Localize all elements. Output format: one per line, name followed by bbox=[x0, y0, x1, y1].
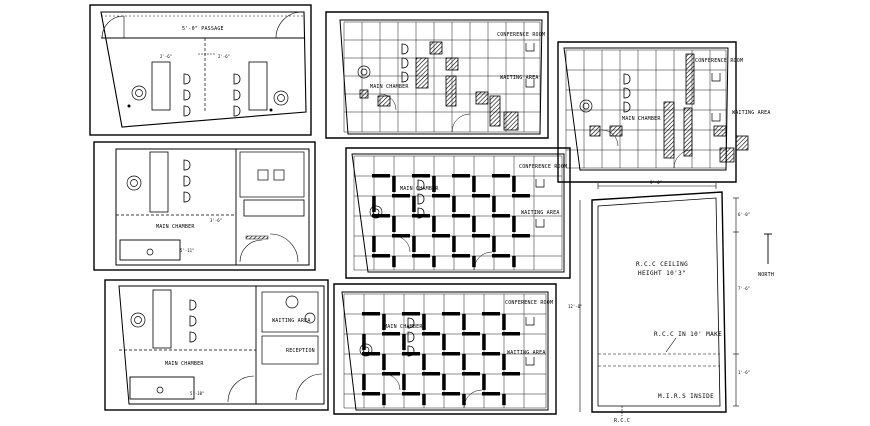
ceiling-text-1: R.C.C CEILING bbox=[636, 261, 688, 268]
main-chamber-label: MAIN CHAMBER bbox=[156, 224, 195, 230]
waiting-label-5: WAITING AREA bbox=[732, 110, 771, 116]
waiting-label-3: WAITING AREA bbox=[272, 318, 311, 324]
chairs bbox=[623, 73, 631, 113]
ceiling-plan: R.C.C CEILING HEIGHT 10'3" R.C.C IN 10' … bbox=[568, 180, 750, 424]
conference-label-7: CONFERENCE ROOM bbox=[505, 300, 553, 306]
main-chamber-label-7: MAIN CHAMBER bbox=[384, 324, 423, 330]
passage-label: 5'-0" PASSAGE bbox=[182, 26, 224, 32]
main-chamber-label-5: MAIN CHAMBER bbox=[622, 116, 661, 122]
waiting-label-6: WAITING AREA bbox=[521, 210, 560, 216]
svg-text:2'-6": 2'-6" bbox=[160, 54, 172, 59]
main-chamber-label-3: MAIN CHAMBER bbox=[165, 361, 204, 367]
floor-plan-4: MAIN CHAMBER CONFERENCE ROOM WAITING ARE… bbox=[325, 11, 549, 139]
svg-text:2'-6": 2'-6" bbox=[218, 54, 230, 59]
dim-a: 5'-11" bbox=[180, 248, 194, 253]
rcc-ms-label: R.C.C IN 10' MAKE bbox=[654, 331, 722, 338]
partition-walls bbox=[362, 312, 520, 406]
hatched-columns bbox=[589, 53, 749, 163]
dim-b: 3'-6" bbox=[210, 218, 222, 223]
conference-label-5: CONFERENCE ROOM bbox=[695, 58, 743, 64]
dim-top: 9'-0" bbox=[650, 180, 662, 185]
north-label: NORTH bbox=[758, 272, 774, 278]
ceiling-text-2: HEIGHT 10'3" bbox=[638, 270, 686, 277]
chairs bbox=[407, 317, 415, 357]
floor-plan-3: MAIN CHAMBER 5'-10" WAITING AREA RECEPTI… bbox=[104, 279, 329, 411]
dim-left: 12'-0" bbox=[568, 304, 582, 309]
floor-plan-5: MAIN CHAMBER CONFERENCE ROOM WAITING ARE… bbox=[557, 41, 771, 183]
rcc-bottom-label: R.C.C bbox=[614, 418, 630, 424]
floor-plan-1: 5'-0" PASSAGE 2'-6" 2'-6" bbox=[89, 4, 312, 136]
dim-a-3: 5'-10" bbox=[190, 391, 204, 396]
partition-walls bbox=[372, 174, 530, 268]
dim-right-2: 7'-6" bbox=[738, 286, 750, 291]
conference-label-4: CONFERENCE ROOM bbox=[497, 32, 545, 38]
conference-label-6: CONFERENCE ROOM bbox=[519, 164, 567, 170]
floor-plan-2: MAIN CHAMBER 5'-11" 3'-6" bbox=[93, 141, 316, 271]
main-chamber-label-6: MAIN CHAMBER bbox=[400, 186, 439, 192]
chairs bbox=[401, 43, 409, 83]
floor-plan-6: MAIN CHAMBER CONFERENCE ROOM WAITING ARE… bbox=[345, 147, 571, 279]
chairs bbox=[417, 179, 425, 219]
mrs-label: M.I.R.S INSIDE bbox=[658, 393, 714, 400]
dim-right-3: 1'-6" bbox=[738, 370, 750, 375]
reception-label-3: RECEPTION bbox=[286, 348, 315, 354]
floor-plan-7: MAIN CHAMBER CONFERENCE ROOM WAITING ARE… bbox=[333, 283, 557, 415]
dim-right-1: 6'-0" bbox=[738, 212, 750, 217]
waiting-label-4: WAITING AREA bbox=[500, 75, 539, 81]
waiting-label-7: WAITING AREA bbox=[507, 350, 546, 356]
north-arrow: NORTH bbox=[758, 233, 774, 278]
main-chamber-label-4: MAIN CHAMBER bbox=[370, 84, 409, 90]
grid-lines bbox=[565, 49, 727, 169]
hatched-columns bbox=[359, 41, 519, 131]
